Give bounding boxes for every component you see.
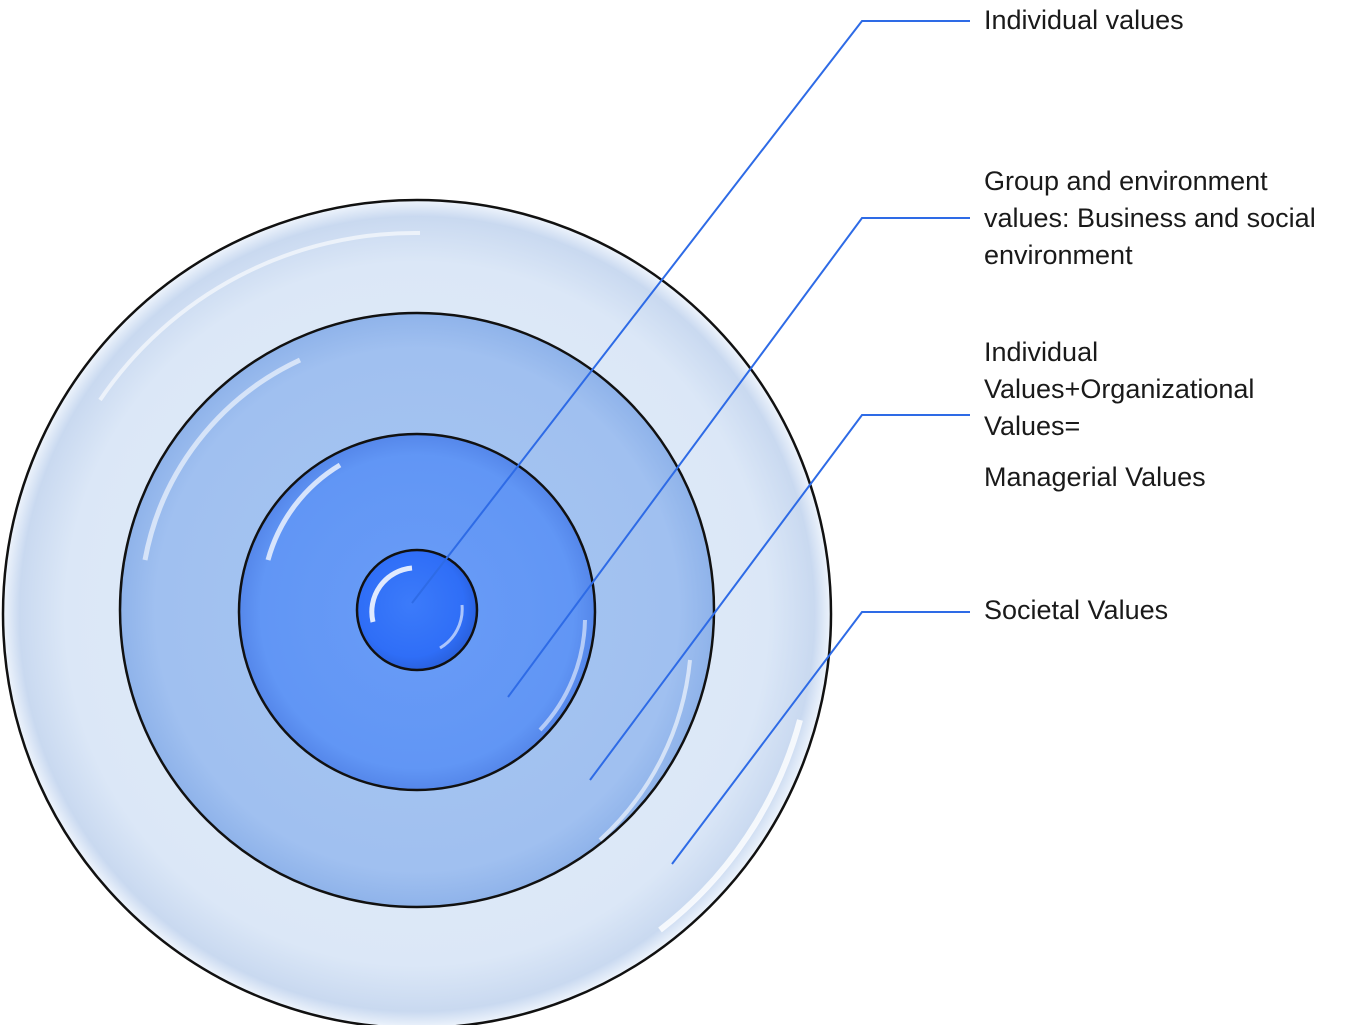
label-societal-values: Societal Values — [984, 592, 1168, 629]
leader-line-group — [507, 217, 970, 698]
leader-line-managerial — [589, 414, 970, 781]
leader-line-societal — [671, 611, 970, 865]
label-line: Individual — [984, 337, 1099, 367]
ring-group-rim-shine — [538, 619, 587, 732]
ring-individual-core — [355, 548, 479, 672]
label-line: Societal Values — [984, 595, 1169, 625]
label-line: Group and environment — [984, 166, 1268, 196]
label-line: Individual values — [984, 5, 1184, 35]
label-line: Values+Organizational — [984, 374, 1255, 404]
leader-line-individual — [411, 20, 970, 604]
label-line: values: Business and social — [984, 203, 1316, 233]
ring-societal-rim-shine — [658, 719, 803, 933]
label-group-environment-values: Group and environment values: Business a… — [984, 163, 1316, 274]
label-individual-values: Individual values — [984, 2, 1184, 39]
ring-core-rim-shine — [439, 604, 464, 650]
ring-core-highlight — [369, 565, 413, 623]
label-line: environment — [984, 240, 1133, 270]
label-line: Managerial Values — [984, 462, 1206, 492]
ring-group-highlight — [265, 462, 342, 561]
label-managerial-values: Individual Values+Organizational Values=… — [984, 334, 1254, 496]
ring-societal-highlight — [98, 230, 421, 402]
label-line: Values= — [984, 411, 1081, 441]
ring-managerial-rim-shine — [598, 659, 692, 842]
ring-managerial-highlight — [142, 357, 302, 561]
